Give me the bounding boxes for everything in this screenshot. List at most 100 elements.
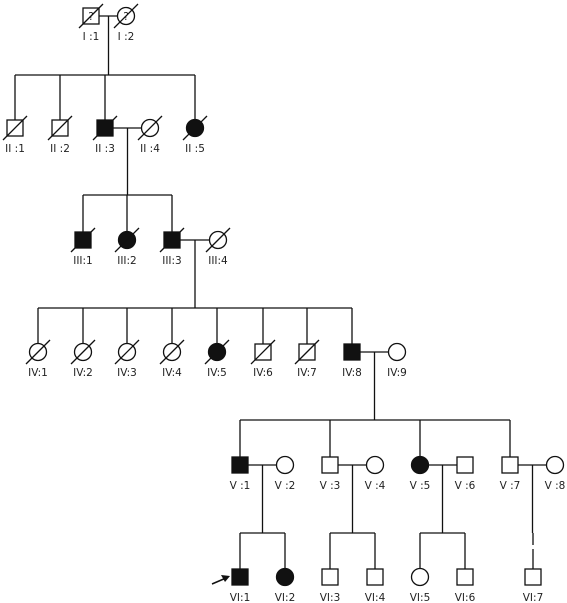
male-symbol [366, 568, 384, 586]
individual-iv-1: IV:1 [25, 339, 51, 379]
individual-label: IV:9 [387, 367, 407, 379]
individual-label: VI:4 [365, 592, 386, 603]
female-symbol [275, 455, 295, 475]
deceased-slash [182, 115, 208, 141]
deceased-slash [114, 339, 140, 365]
individual-vi-5: VI:5 [410, 567, 431, 603]
individual-v-6: V :6 [455, 456, 476, 492]
individual-vi-6: VI:6 [455, 568, 476, 603]
deceased-slash [47, 115, 73, 141]
individual-iii-4: III:4 [205, 227, 231, 267]
individual-label: V :2 [275, 480, 296, 492]
individual-label: VI:5 [410, 592, 431, 603]
individual-v-7: V :7 [500, 456, 521, 492]
individual-label: IV:5 [207, 367, 227, 379]
pedigree-lines [14, 15, 547, 569]
female-symbol [410, 455, 430, 475]
deceased-slash [70, 227, 96, 253]
individual-i-1: ? I :1 [78, 3, 104, 43]
individual-label: VI:1 [230, 592, 251, 603]
individual-label: IV:1 [28, 367, 48, 379]
deceased-slash [204, 339, 230, 365]
individual-label: V :4 [365, 480, 386, 492]
individual-label: V :1 [230, 480, 251, 492]
individual-label: V :3 [320, 480, 341, 492]
individual-label: I :1 [83, 31, 100, 43]
individual-label: II :1 [5, 143, 25, 155]
male-symbol [456, 456, 474, 474]
individual-v-5: V :5 [410, 455, 431, 492]
individual-label: V :8 [545, 480, 566, 492]
individual-ii-3: II :3 [92, 115, 118, 155]
deceased-slash [250, 339, 276, 365]
male-symbol [231, 456, 249, 474]
deceased-slash [70, 339, 96, 365]
individual-label: III:1 [73, 255, 93, 267]
individual-iii-3: III:3 [159, 227, 185, 267]
individual-label: III:4 [208, 255, 228, 267]
individual-ii-1: II :1 [2, 115, 28, 155]
individual-label: IV:6 [253, 367, 273, 379]
individual-iv-3: IV:3 [114, 339, 140, 379]
deceased-slash [294, 339, 320, 365]
female-symbol [410, 567, 430, 587]
individual-v-4: V :4 [365, 455, 386, 492]
individual-label: II :5 [185, 143, 205, 155]
individual-label: IV:4 [162, 367, 182, 379]
individual-v-8: V :8 [545, 455, 566, 492]
individual-iv-8: IV:8 [342, 343, 362, 379]
individual-label: III:3 [162, 255, 182, 267]
individual-label: IV:7 [297, 367, 317, 379]
male-symbol [231, 568, 249, 586]
individual-iv-5: IV:5 [204, 339, 230, 379]
unknown-mark: ? [88, 11, 94, 23]
individual-label: III:2 [117, 255, 137, 267]
individual-label: VI:7 [523, 592, 544, 603]
deceased-slash [25, 339, 51, 365]
individual-i-2: ?I :2 [113, 3, 139, 43]
individual-v-2: V :2 [275, 455, 296, 492]
male-symbol [524, 568, 542, 586]
individual-ii-2: II :2 [47, 115, 73, 155]
individual-iv-4: IV:4 [159, 339, 185, 379]
individual-iv-2: IV:2 [70, 339, 96, 379]
individual-iii-1: III:1 [70, 227, 96, 267]
individual-iv-7: IV:7 [294, 339, 320, 379]
female-symbol [387, 342, 407, 362]
individual-vi-3: VI:3 [320, 568, 341, 603]
female-symbol [545, 455, 565, 475]
individual-vi-4: VI:4 [365, 568, 386, 603]
individual-label: V :5 [410, 480, 431, 492]
pedigree-individuals: ? I :1 ?I :2 II :1 II :2 II :3 II :4 II :5 III:1… [2, 3, 566, 603]
individual-label: VI:3 [320, 592, 341, 603]
deceased-slash [159, 227, 185, 253]
individual-label: II :3 [95, 143, 115, 155]
individual-vi-7: VI:7 [523, 568, 544, 603]
individual-label: II :2 [50, 143, 70, 155]
deceased-slash [114, 227, 140, 253]
male-symbol [321, 568, 339, 586]
individual-label: VI:6 [455, 592, 476, 603]
female-symbol [365, 455, 385, 475]
individual-vi-1: VI:1 [211, 568, 251, 603]
individual-iv-6: IV:6 [250, 339, 276, 379]
individual-v-3: V :3 [320, 456, 341, 492]
individual-label: IV:8 [342, 367, 362, 379]
female-symbol [275, 567, 295, 587]
male-symbol [321, 456, 339, 474]
male-symbol [501, 456, 519, 474]
individual-label: VI:2 [275, 592, 296, 603]
individual-label: IV:3 [117, 367, 137, 379]
male-symbol [343, 343, 361, 361]
deceased-slash [205, 227, 231, 253]
deceased-slash [78, 3, 104, 29]
individual-iv-9: IV:9 [387, 342, 407, 379]
proband-arrow-icon [221, 575, 230, 582]
deceased-slash [159, 339, 185, 365]
individual-vi-2: VI:2 [275, 567, 296, 603]
male-symbol [456, 568, 474, 586]
individual-ii-4: II :4 [137, 115, 163, 155]
individual-label: V :7 [500, 480, 521, 492]
individual-label: I :2 [118, 31, 135, 43]
